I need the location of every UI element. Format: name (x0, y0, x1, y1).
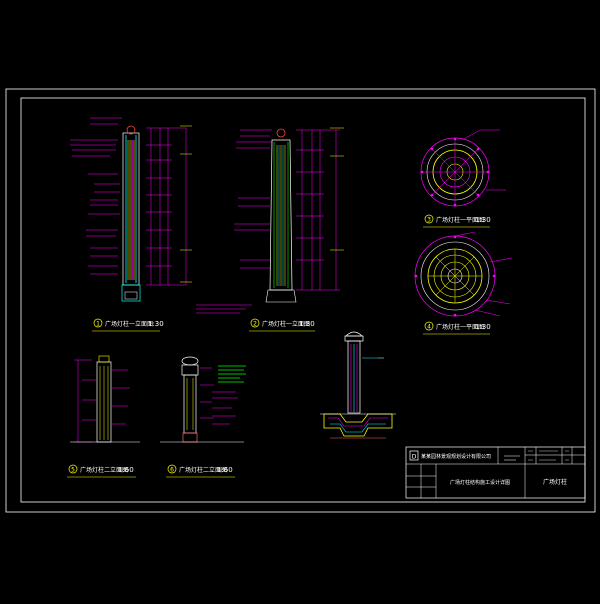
view4-number: 4 (427, 324, 431, 331)
title-block: D 某某园林景观规划设计有限公司 广场灯柱结构施工设计详图 广场灯柱 (405, 446, 586, 499)
view4-scale: 1:30 (475, 323, 491, 331)
view2-column-elevation: 2 广场灯柱一立面图 1:30 (196, 127, 344, 332)
view6-lamp-post: 6 广场灯柱二立面图 1:60 (160, 356, 246, 478)
view1-number: 1 (96, 321, 100, 328)
view1-title: 广场灯柱一立面图 (105, 320, 153, 328)
view3-number: 3 (427, 217, 431, 224)
company-logo (409, 450, 419, 461)
view2-scale: 1:30 (299, 320, 315, 328)
view5-short-column: 5 广场灯柱二立面图 1:60 (67, 355, 140, 478)
drawing-title: 广场灯柱结构施工设计详图 (450, 479, 510, 486)
outer-frame (5, 88, 596, 513)
view7-footing-section (320, 331, 396, 439)
view4-title: 广场灯柱一平面图 (436, 323, 484, 331)
view4-plan-circle: 4 广场灯柱一平面图 1:30 (414, 231, 513, 335)
view3-title: 广场灯柱一平面图 (436, 216, 484, 224)
view1-scale: 1:30 (148, 320, 164, 328)
view5-title: 广场灯柱二立面图 (80, 466, 128, 474)
inner-frame (20, 97, 586, 503)
view6-number: 6 (170, 467, 174, 474)
view6-title: 广场灯柱二立面图 (179, 466, 227, 474)
view6-scale: 1:60 (217, 466, 233, 474)
view3-scale: 1:30 (475, 216, 491, 224)
view5-number: 5 (71, 467, 75, 474)
sheet-name: 广场灯柱 (543, 478, 567, 486)
view1-column-elevation: 1 广场灯柱一立面图 1:30 (70, 117, 192, 332)
company-name: 某某园林景观规划设计有限公司 (421, 453, 491, 460)
view2-number: 2 (253, 321, 257, 328)
view3-plan-circle: 3 广场灯柱一平面图 1:30 (420, 129, 506, 228)
company-logo-letter: D (412, 454, 417, 461)
view5-scale: 1:60 (118, 466, 134, 474)
view2-title: 广场灯柱一立面图 (262, 320, 310, 328)
